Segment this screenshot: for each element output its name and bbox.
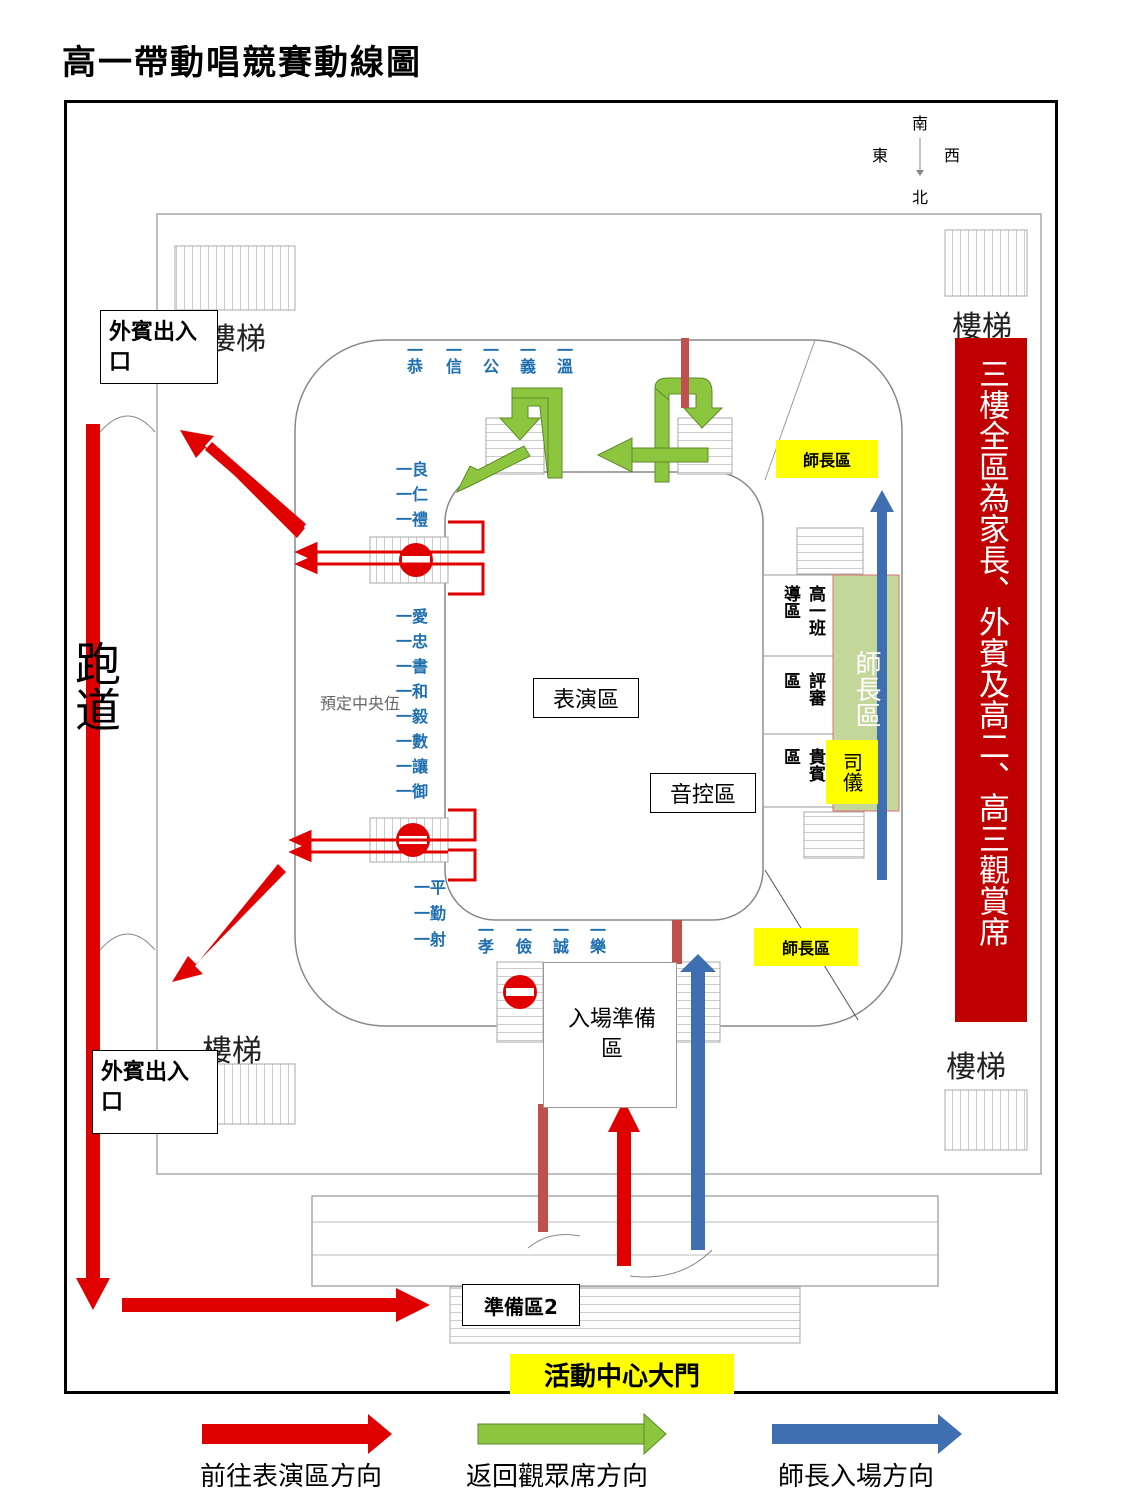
class-low-3: 一射 <box>414 930 447 949</box>
red-arrow-track-down <box>76 424 110 1310</box>
red-arrow-to-prep2 <box>122 1288 430 1322</box>
red-thin-arrow-upper <box>294 541 448 575</box>
class-low-2: 一勤 <box>414 904 447 923</box>
stair-nw <box>174 245 296 311</box>
class-top-5: 一溫 <box>554 342 573 374</box>
legend-green-arrow <box>477 1412 667 1456</box>
green-arrow-left-upper <box>455 445 531 494</box>
third-floor-note: 三樓全區為家長、外賓及高二、高三觀賞席 <box>973 358 1009 947</box>
class-top-2: 一信 <box>443 342 462 374</box>
compass-east: 東 <box>872 146 889 165</box>
legend-blue-arrow <box>772 1414 962 1454</box>
green-arrow-uturn-left <box>498 387 563 479</box>
teacher-area-bottom: 師長區 <box>754 928 858 966</box>
class-bottom-2: 一儉 <box>513 922 532 954</box>
guest-entrance-south: 外賓出入口 <box>92 1050 218 1134</box>
sound-control-label: 音控區 <box>650 773 756 813</box>
red-bracket-4 <box>448 848 477 882</box>
compass-arrowhead <box>916 170 924 176</box>
door-nw <box>99 415 156 433</box>
guest-entrance-north: 外賓出入口 <box>100 310 218 384</box>
compass-south: 南 <box>912 114 929 133</box>
judges-area-label: 評審區 <box>780 672 825 706</box>
door-sw <box>99 933 156 951</box>
red-arrow-diag-upper <box>180 430 306 538</box>
compass-north: 北 <box>912 188 929 207</box>
class-top-4: 一義 <box>517 342 536 374</box>
stair-ne <box>944 229 1028 297</box>
entry-prep-box: 入場準備區 <box>543 962 677 1108</box>
vip-area-label: 貴賓區 <box>780 748 825 782</box>
page-title: 高一帶動唱競賽動線圖 <box>62 43 422 83</box>
compass-west: 西 <box>944 146 961 165</box>
no-entry-sign-upper <box>399 543 433 577</box>
mc-label: 司儀 <box>826 740 878 804</box>
main-gate-label: 活動中心大門 <box>510 1354 734 1394</box>
stair-se <box>944 1089 1028 1151</box>
class-bottom-1: 一孝 <box>475 922 494 954</box>
red-arrow-diag-lower <box>172 864 286 982</box>
homeroom-area-label: 高一班導區 <box>780 585 825 636</box>
teacher-area-top: 師長區 <box>776 440 878 478</box>
darkred-bar-1 <box>538 1104 548 1232</box>
red-arrow-entry-up <box>608 1100 640 1266</box>
darkred-bar-2 <box>672 920 682 964</box>
class-left-2: 一仁 <box>396 485 429 504</box>
third-floor-note-box: 三樓全區為家長、外賓及高二、高三觀賞席 <box>955 338 1027 1022</box>
stair-inner-top-right <box>677 417 733 475</box>
legend-blue-label: 師長入場方向 <box>778 1462 935 1492</box>
divider-line <box>764 339 816 481</box>
class-mid-1: 一愛 <box>396 607 429 626</box>
stairs-label-se: 樓梯 <box>946 1050 1006 1085</box>
darkred-bar-top <box>681 338 689 408</box>
reserved-center-label: 預定中央伍 <box>320 694 401 713</box>
class-mid-7: 一讓 <box>396 757 429 776</box>
class-mid-2: 一忠 <box>396 632 429 651</box>
green-arrow-cross <box>596 377 724 483</box>
legend-red-label: 前往表演區方向 <box>200 1462 383 1492</box>
class-mid-8: 一御 <box>396 782 429 801</box>
blue-arrow-bottom <box>680 954 716 1250</box>
class-mid-5: 一毅 <box>396 707 429 726</box>
stair-inner-right-upper <box>796 527 864 575</box>
prep-area-2-label: 準備區2 <box>462 1284 580 1326</box>
door-main-right <box>629 1249 713 1278</box>
mc-text: 司儀 <box>839 752 864 792</box>
red-bracket-1 <box>448 520 485 554</box>
track-label: 跑道 <box>68 640 122 732</box>
legend-red-arrow <box>202 1414 392 1454</box>
class-bottom-3: 一誠 <box>550 922 569 954</box>
entry-prep-label: 入場準備區 <box>567 1007 656 1062</box>
legend-green-label: 返回觀眾席方向 <box>466 1462 649 1492</box>
building-outline <box>156 213 1042 1175</box>
performance-area-label: 表演區 <box>533 678 639 718</box>
no-entry-sign-bottom <box>503 975 537 1009</box>
door-main-left <box>527 1234 581 1249</box>
stair-inner-right-lower <box>803 811 865 859</box>
class-bottom-4: 一樂 <box>587 922 606 954</box>
class-top-1: 一恭 <box>404 342 423 374</box>
class-left-3: 一禮 <box>396 510 429 529</box>
class-mid-3: 一書 <box>396 657 429 676</box>
class-mid-4: 一和 <box>396 682 429 701</box>
teacher-area-center-label: 師長區 <box>851 650 881 728</box>
class-left-1: 一良 <box>396 460 429 479</box>
red-bracket-3 <box>448 808 477 842</box>
class-top-3: 一公 <box>480 342 499 374</box>
blue-arrow-right <box>870 490 894 880</box>
class-mid-6: 一數 <box>396 732 429 751</box>
red-bracket-2 <box>448 562 485 596</box>
red-thin-arrow-lower <box>288 829 448 863</box>
class-low-1: 一平 <box>414 878 447 897</box>
